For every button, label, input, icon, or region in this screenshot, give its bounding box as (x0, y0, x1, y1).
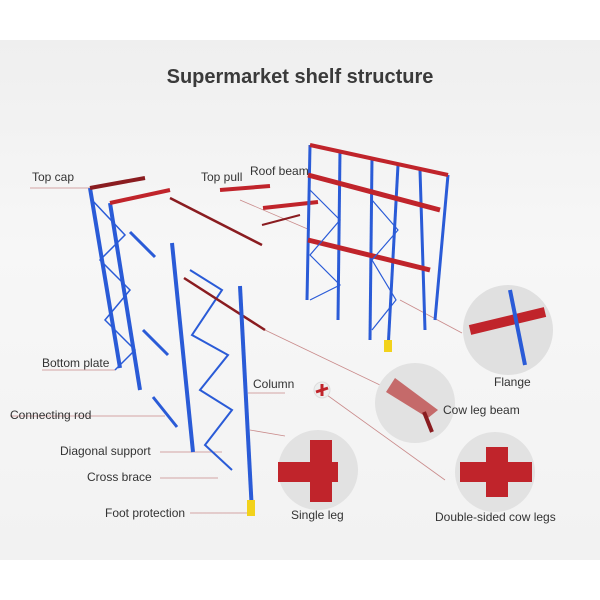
label-column: Column (253, 377, 295, 391)
label-cow-leg-beam: Cow leg beam (443, 403, 520, 417)
label-flange: Flange (494, 375, 531, 389)
label-connecting-rod: Connecting rod (10, 408, 92, 422)
label-double-sided-cow-legs: Double-sided cow legs (435, 510, 556, 524)
label-roof-beam: Roof beam (250, 164, 309, 178)
flange-detail (463, 285, 553, 375)
label-bottom-plate: Bottom plate (42, 356, 110, 370)
leader-lines (10, 187, 463, 514)
label-top-cap: Top cap (32, 170, 75, 184)
label-top-pull: Top pull (201, 170, 243, 184)
assembled-rack (305, 143, 450, 352)
label-single-leg: Single leg (291, 508, 344, 522)
left-frame (88, 176, 319, 516)
diagram-title: Supermarket shelf structure (166, 66, 434, 88)
label-foot-protection: Foot protection (105, 506, 186, 520)
label-cross-brace: Cross brace (87, 470, 152, 484)
label-diagonal-support: Diagonal support (60, 444, 151, 458)
